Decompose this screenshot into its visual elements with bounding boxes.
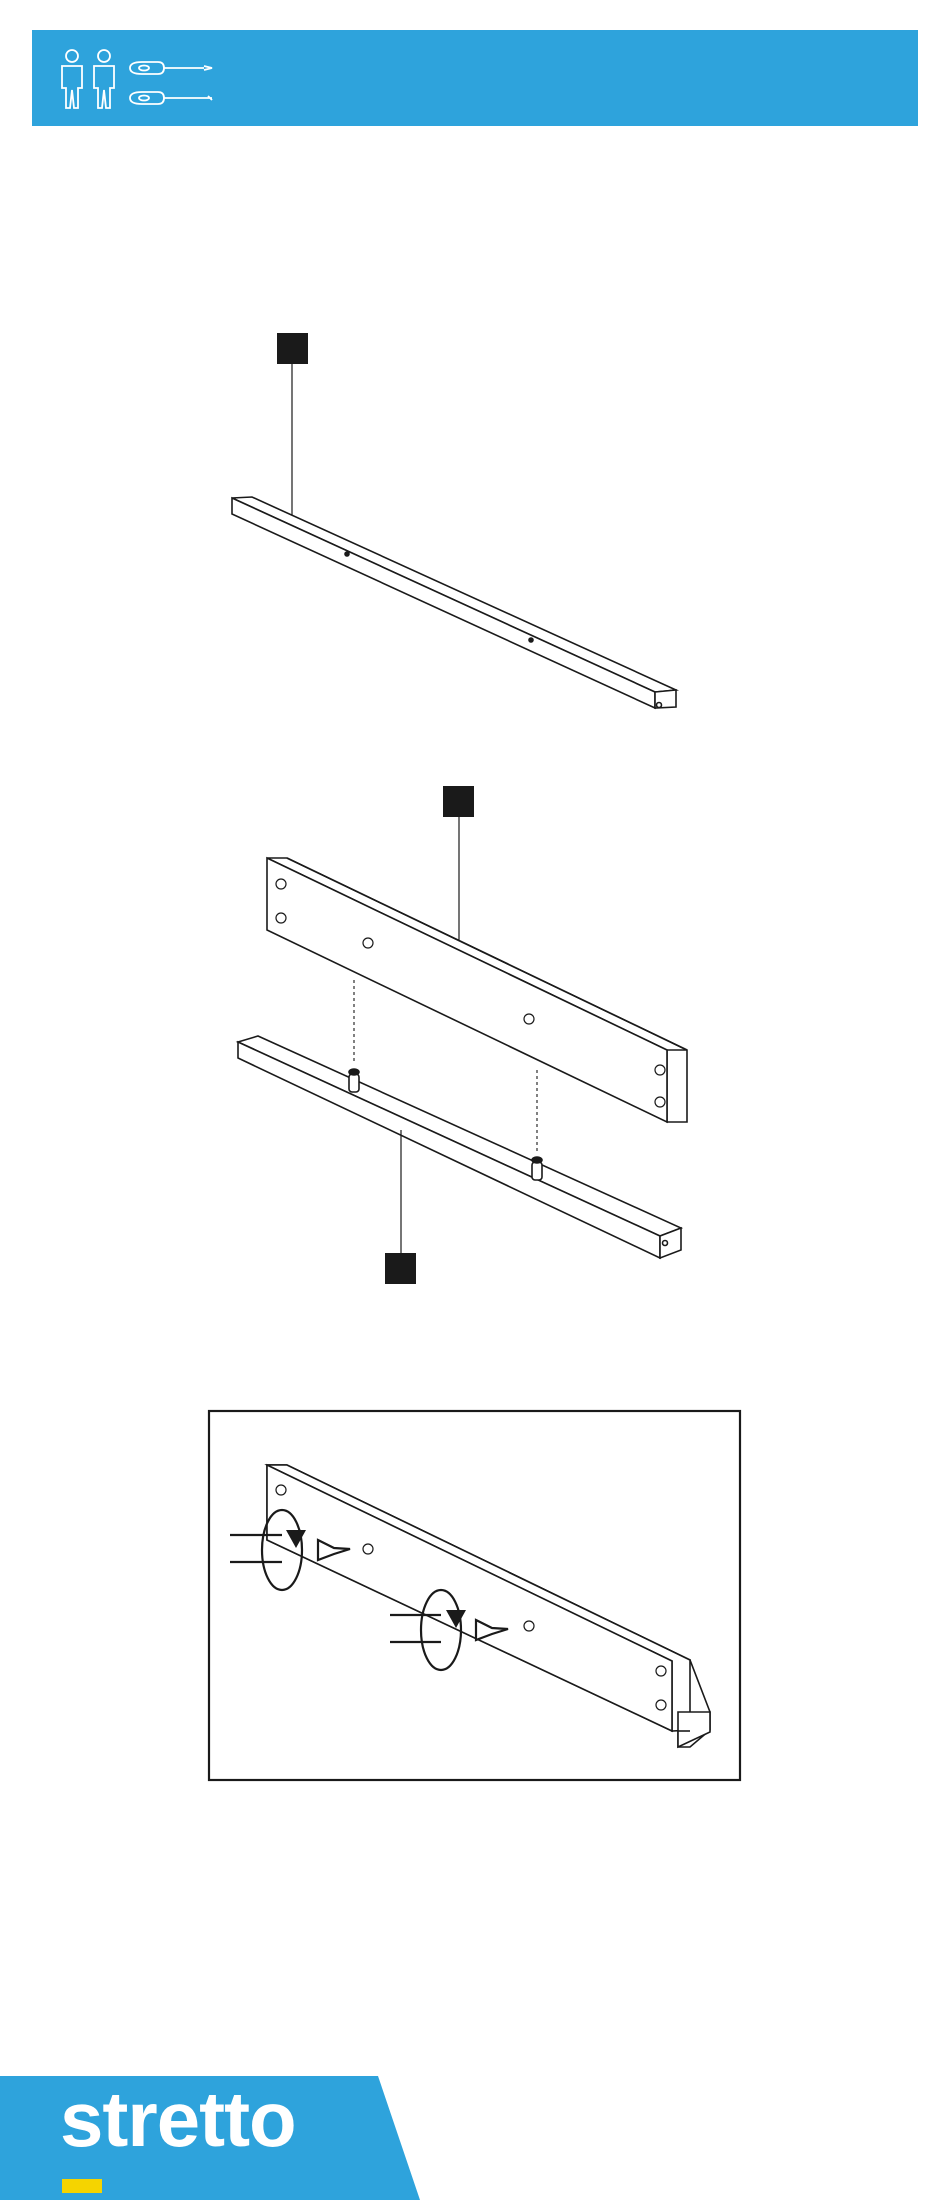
step-1-rail [232,333,676,708]
header-bar [32,30,918,126]
part-marker-square [277,333,308,364]
side-panel [267,858,687,1122]
bottom-rail [238,1036,681,1236]
brand-logo: stretto [60,2080,296,2158]
rotate-clockwise-icon [390,1590,508,1670]
dowel-icon [349,1069,359,1092]
header-background [32,30,918,126]
rotate-clockwise-icon [230,1510,350,1590]
part-marker-square [443,786,474,817]
step-3-detail-box [209,1411,740,1780]
end-hole [657,703,662,708]
step-2-assembly [238,786,687,1284]
screw-hole [529,638,533,642]
dowel-icon [532,1157,542,1180]
detail-frame [209,1411,740,1780]
header-bar-graphic [32,30,918,126]
screw-hole [345,552,349,556]
brand-accent [62,2179,102,2193]
part-marker-square [385,1253,416,1284]
